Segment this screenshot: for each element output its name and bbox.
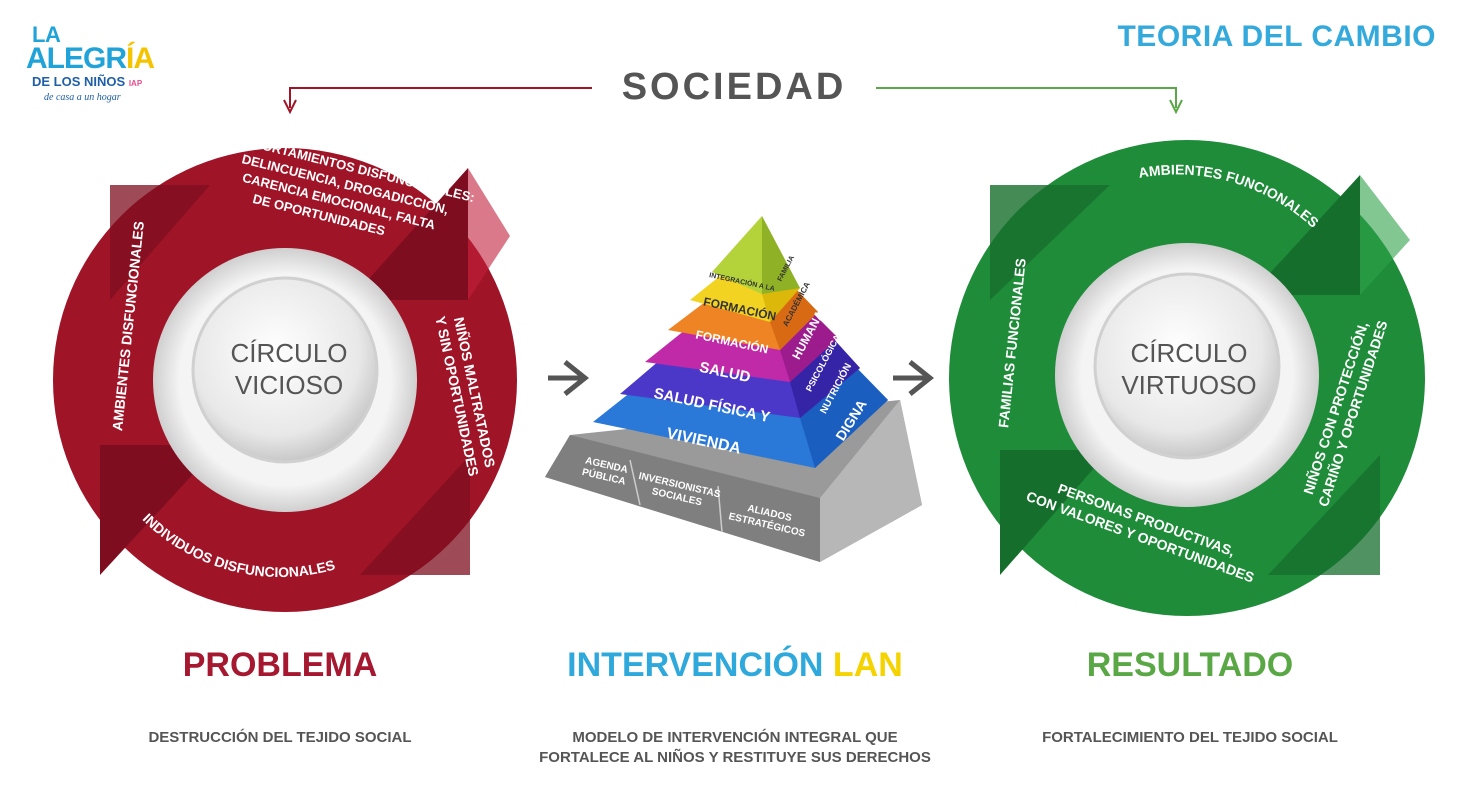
virtuous-arrow-top: [1250, 175, 1360, 295]
logo: LA ALEGRÍA DE LOS NIÑOS IAP de casa a un…: [22, 18, 172, 108]
virtuous-center-line2: VIRTUOSO: [1121, 370, 1256, 400]
virtuous-circle: CÍRCULO VIRTUOSO AMBIENTES FUNCIONALES N…: [949, 140, 1425, 616]
logo-line1: LA: [32, 22, 61, 47]
sociedad-connector-right: [876, 87, 1183, 115]
resultado-description: FORTALECIMIENTO DEL TEJIDO SOCIAL: [1042, 729, 1338, 746]
chevron-right-icon: [908, 360, 935, 396]
logo-line3: DE LOS NIÑOS IAP: [32, 74, 143, 89]
chevron-right-icon: [563, 360, 590, 396]
sociedad-connector-left: [283, 87, 592, 115]
pyramid-level1: [712, 216, 762, 294]
vicious-center-line1: CÍRCULO: [230, 338, 347, 368]
intervencion-description: MODELO DE INTERVENCIÓN INTEGRAL QUE FORT…: [539, 729, 931, 766]
problema-description: DESTRUCCIÓN DEL TEJIDO SOCIAL: [148, 729, 412, 746]
logo-tagline: de casa a un hogar: [44, 92, 121, 103]
vicious-arrow-bottom: [100, 445, 220, 575]
virtuous-arrow-right: [1268, 455, 1380, 575]
logo-line2: ALEGRÍA: [26, 42, 155, 75]
virtuous-arrow-bottom: [1000, 450, 1110, 575]
virtuous-arrow-left: [990, 185, 1110, 300]
intervencion-title: INTERVENCIÓN LAN: [567, 646, 903, 684]
pyramid: AGENDA PÚBLICA INVERSIONISTAS SOCIALES A…: [545, 216, 922, 562]
resultado-title: RESULTADO: [1086, 646, 1294, 684]
page-title: TEORIA DEL CAMBIO: [1117, 20, 1436, 53]
virtuous-center-line1: CÍRCULO: [1130, 338, 1247, 368]
vicious-arrow-top: [350, 168, 468, 300]
vicious-hub: [191, 276, 379, 464]
vicious-center-line2: VICIOSO: [235, 370, 343, 400]
vicious-circle: CÍRCULO VICIOSO COMPORTAMIENTOS DISFUNCI…: [53, 128, 517, 612]
sociedad-label: SOCIEDAD: [621, 66, 847, 108]
problema-title: PROBLEMA: [182, 646, 378, 684]
vicious-arrow-left: [110, 185, 210, 300]
virtuous-hub: [1093, 272, 1281, 460]
vicious-arrow-right: [360, 455, 470, 575]
